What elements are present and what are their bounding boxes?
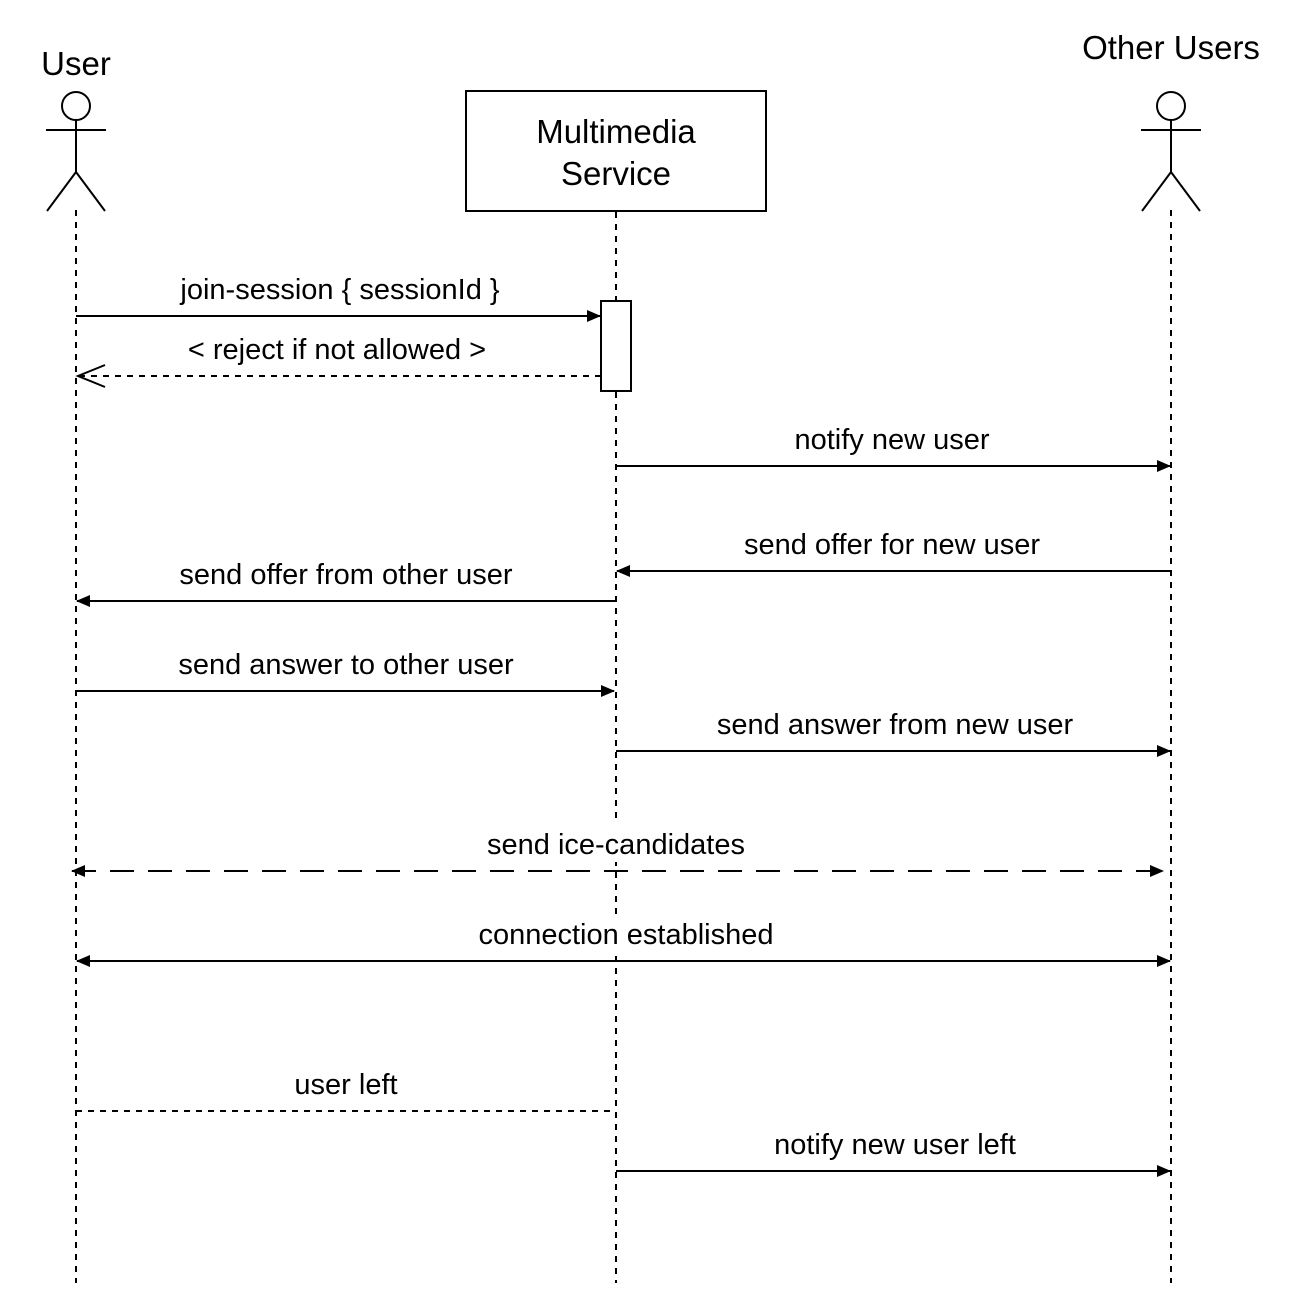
multimedia-service-label-line1: Multimedia <box>536 113 696 150</box>
message-send-answer-from-new-user: send answer from new user <box>616 709 1171 757</box>
message-join-session: join-session { sessionId } <box>76 274 601 322</box>
multimedia-service-label-line2: Service <box>561 155 671 192</box>
multimedia-service-box <box>465 90 767 212</box>
message-send-offer-for-new-user: send offer for new user <box>616 529 1171 577</box>
message-send-ice-candidates: send ice-candidates <box>71 822 1164 877</box>
other-users-actor: Other Users <box>1082 29 1260 212</box>
multimedia-service-participant: Multimedia Service <box>465 90 767 212</box>
message-user-left: user left <box>76 1069 614 1112</box>
message-reject: < reject if not allowed > <box>75 334 601 388</box>
message-join-session-label: join-session { sessionId } <box>179 274 499 306</box>
user-actor-label: User <box>41 45 111 82</box>
ice-label-background <box>466 822 766 862</box>
message-connection-established: connection established <box>76 914 1171 967</box>
message-user-left-label: user left <box>294 1069 397 1101</box>
message-send-answer-from-new-user-label: send answer from new user <box>717 709 1074 741</box>
message-send-offer-from-other-user: send offer from other user <box>76 559 616 607</box>
message-send-offer-from-other-user-label: send offer from other user <box>179 559 512 591</box>
service-activation-box <box>600 300 632 392</box>
other-users-actor-label: Other Users <box>1082 29 1260 66</box>
message-notify-new-user-label: notify new user <box>794 424 989 456</box>
message-notify-new-user-left: notify new user left <box>616 1129 1171 1177</box>
message-send-answer-to-other-user: send answer to other user <box>76 649 615 697</box>
message-connection-established-label: connection established <box>478 919 773 951</box>
message-reject-open-arrowhead <box>75 364 106 388</box>
message-notify-new-user: notify new user <box>616 424 1171 472</box>
connection-label-background <box>456 914 776 950</box>
user-actor: User <box>41 45 111 212</box>
message-send-answer-to-other-user-label: send answer to other user <box>178 649 514 681</box>
message-send-ice-candidates-label: send ice-candidates <box>487 829 745 861</box>
user-actor-icon <box>46 91 106 212</box>
other-users-actor-icon <box>1141 91 1201 212</box>
message-notify-new-user-left-label: notify new user left <box>774 1129 1016 1161</box>
message-reject-label: < reject if not allowed > <box>188 334 486 366</box>
message-send-offer-for-new-user-label: send offer for new user <box>744 529 1040 561</box>
